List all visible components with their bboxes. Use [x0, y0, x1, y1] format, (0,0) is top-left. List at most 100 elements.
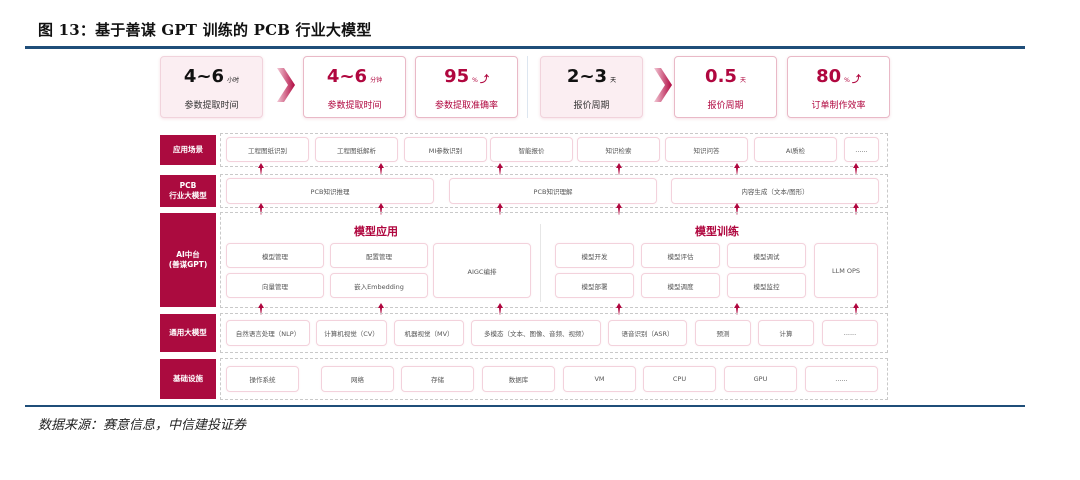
model-training-item: 模型部署 [555, 273, 634, 298]
model-training-item: 模型评估 [641, 243, 720, 268]
trend-up-icon: ⤴ [851, 75, 861, 85]
layer-label-pcb-model: PCB 行业大模型 [160, 175, 216, 207]
model-application-item: 模型管理 [226, 243, 324, 268]
general-model-item: 自然语言处理（NLP） [226, 320, 310, 346]
general-model-item: 语音识别（ASR） [608, 320, 687, 346]
kpi-label: 参数提取准确率 [434, 101, 498, 111]
application-item: 智能报价 [490, 137, 573, 162]
kpi-label: 参数提取时间 [327, 101, 382, 111]
arrow-up-icon [616, 163, 622, 175]
application-item: 工程图纸解析 [315, 137, 398, 162]
application-item: AI质检 [754, 137, 837, 162]
arrow-up-icon [497, 203, 503, 215]
infrastructure-item: GPU [724, 366, 797, 392]
title-rule [25, 46, 1025, 49]
arrow-up-icon [853, 303, 859, 315]
kpi-label: 报价周期 [707, 101, 744, 111]
arrow-up-icon [853, 163, 859, 175]
general-model-item: 计算 [758, 320, 814, 346]
model-training-item: 模型监控 [727, 273, 806, 298]
general-model-item: 计算机视觉（CV） [316, 320, 387, 346]
arrow-up-icon [378, 303, 384, 315]
pcb-model-band [220, 174, 888, 208]
chevron-right-icon [277, 68, 295, 102]
kpi-value: 4~6 [183, 66, 225, 87]
section-title-model-application: 模型应用 [354, 225, 398, 238]
ai-platform-band [220, 212, 888, 308]
kpi-card-order-efficiency: 80%⤴ 订单制作效率 [787, 56, 890, 118]
kpi-value: 95 [444, 66, 470, 87]
infrastructure-item: CPU [643, 366, 716, 392]
kpi-unit: 天 [610, 77, 617, 84]
model-application-item: 嵌入Embedding [330, 273, 428, 298]
kpi-value: 2~3 [566, 66, 608, 87]
layer-label-ai-platform: AI中台 (善谋GPT) [160, 213, 216, 307]
pcb-model-item: PCB知识推理 [226, 178, 434, 204]
general-model-band [220, 313, 888, 353]
infrastructure-band [220, 358, 888, 400]
arrow-up-icon [734, 163, 740, 175]
arrow-up-icon [378, 163, 384, 175]
model-training-item: 模型开发 [555, 243, 634, 268]
arrow-up-icon [616, 303, 622, 315]
kpi-value: 4~6 [326, 66, 368, 87]
infrastructure-item: 存储 [401, 366, 474, 392]
model-training-item: 模型调试 [727, 243, 806, 268]
pcb-model-item: 内容生成（文本/图形） [671, 178, 879, 204]
general-model-item: 机器视觉（MV） [394, 320, 464, 346]
kpi-label: 参数提取时间 [184, 101, 239, 111]
kpi-card-param-accuracy: 95%⤴ 参数提取准确率 [415, 56, 518, 118]
arrow-up-icon [258, 163, 264, 175]
chevron-right-icon [654, 68, 672, 102]
kpi-unit: 小时 [227, 77, 240, 84]
layer-label-application: 应用场景 [160, 135, 216, 165]
model-training-item: LLM OPS [814, 243, 878, 298]
application-item: 工程图纸识别 [226, 137, 309, 162]
arrow-up-icon [378, 203, 384, 215]
figure-source: 数据来源：赛意信息，中信建投证券 [38, 418, 247, 433]
infrastructure-item: 操作系统 [226, 366, 299, 392]
layer-label-general-model: 通用大模型 [160, 314, 216, 352]
kpi-value: 0.5 [705, 66, 737, 87]
kpi-label: 报价周期 [573, 101, 610, 111]
trend-up-icon: ⤴ [479, 75, 489, 85]
source-rule [25, 405, 1025, 407]
general-model-item: 预测 [695, 320, 751, 346]
application-item: ...... [844, 137, 879, 162]
infrastructure-item: 数据库 [482, 366, 555, 392]
infrastructure-item: 网络 [321, 366, 394, 392]
application-item: 知识检索 [577, 137, 660, 162]
section-title-model-training: 模型训练 [695, 225, 739, 238]
kpi-label: 订单制作效率 [811, 101, 866, 111]
general-model-item: ...... [822, 320, 878, 346]
arrow-up-icon [616, 203, 622, 215]
kpi-group-divider [527, 56, 528, 118]
kpi-unit: % [472, 77, 478, 84]
arrow-up-icon [734, 203, 740, 215]
model-application-item: 向量管理 [226, 273, 324, 298]
kpi-unit: % [844, 77, 850, 84]
infrastructure-item: VM [563, 366, 636, 392]
model-application-item: 配置管理 [330, 243, 428, 268]
pcb-model-item: PCB知识理解 [449, 178, 657, 204]
general-model-item: 多模态（文本、图像、音频、视频） [471, 320, 601, 346]
figure-title: 图 13：基于善谋 GPT 训练的 PCB 行业大模型 [38, 21, 372, 39]
section-divider [540, 224, 541, 302]
arrow-up-icon [853, 203, 859, 215]
arrow-up-icon [258, 303, 264, 315]
kpi-unit: 分钟 [370, 77, 383, 84]
layer-label-infrastructure: 基础设施 [160, 359, 216, 399]
application-item: 知识问答 [665, 137, 748, 162]
application-item: MI参数识别 [404, 137, 487, 162]
model-application-item: AIGC编排 [433, 243, 531, 298]
arrow-up-icon [258, 203, 264, 215]
kpi-unit: 天 [739, 77, 746, 84]
arrow-up-icon [497, 163, 503, 175]
arrow-up-icon [734, 303, 740, 315]
infrastructure-item: ...... [805, 366, 878, 392]
arrow-up-icon [497, 303, 503, 315]
